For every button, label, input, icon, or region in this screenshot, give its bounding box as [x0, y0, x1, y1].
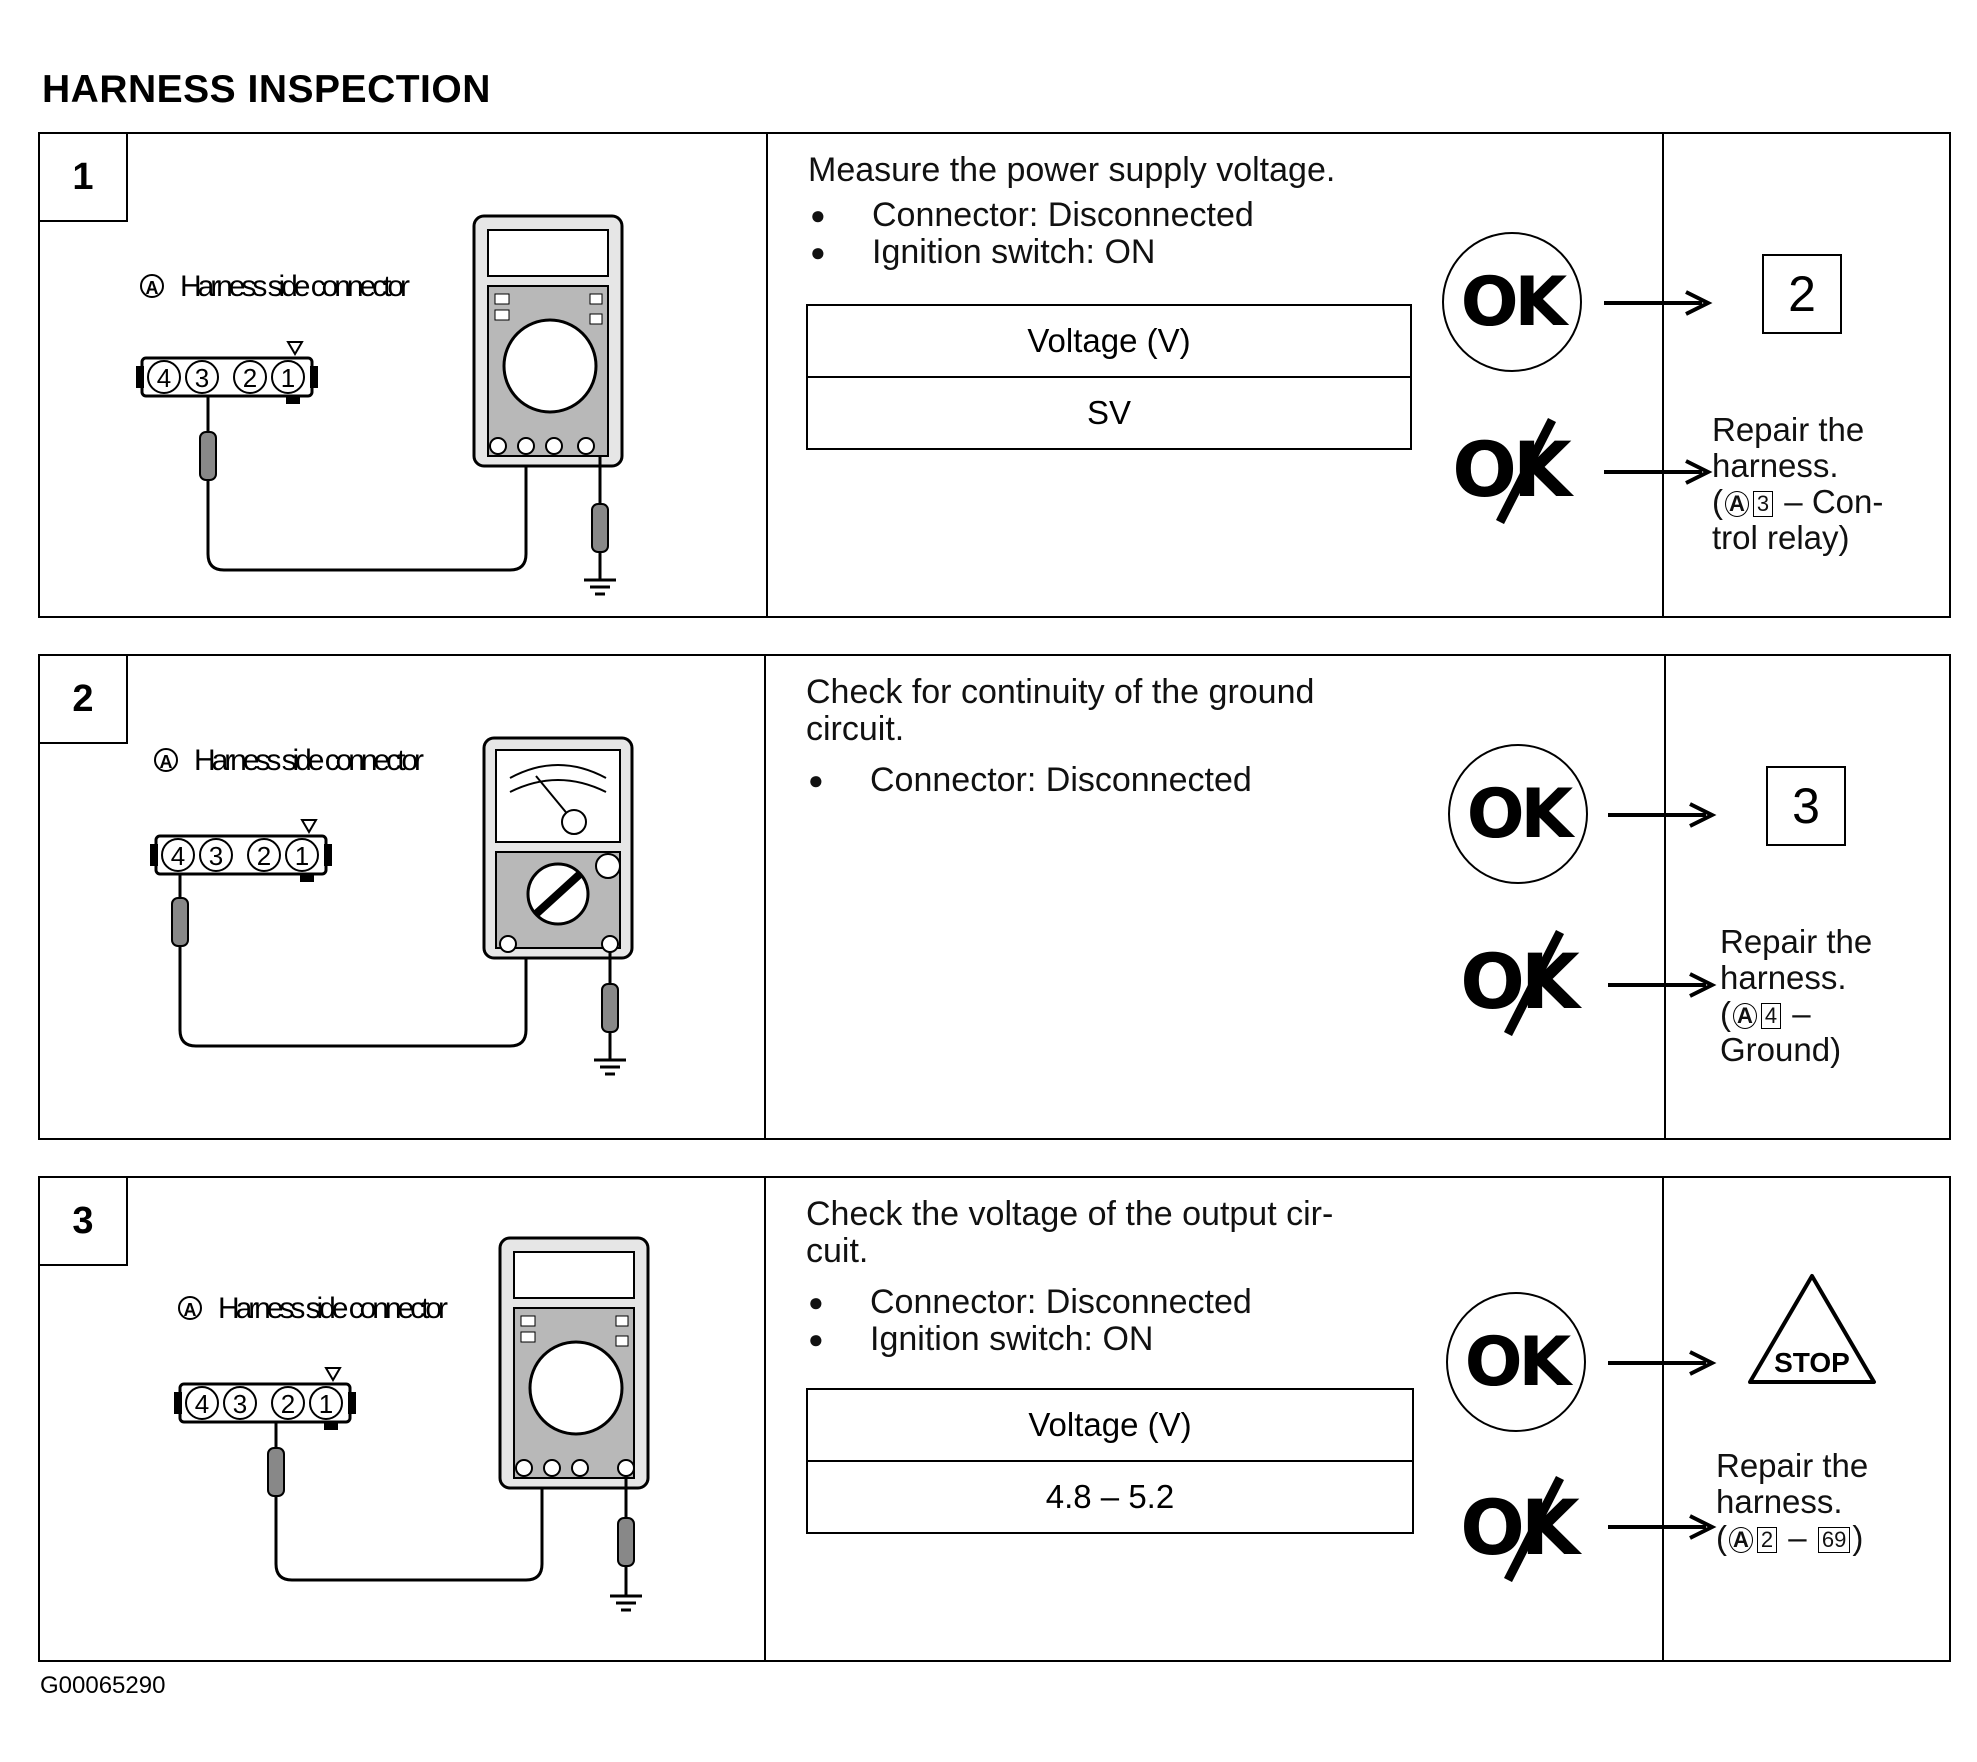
- step-number: 3: [40, 1178, 128, 1266]
- column-divider: [766, 134, 768, 616]
- harness-connector: 4 3 2 1: [136, 341, 318, 404]
- harness-connector: 4 3 2 1: [174, 1367, 356, 1430]
- terminal-number: 4: [1760, 1003, 1782, 1030]
- pin-label: 4: [157, 363, 171, 393]
- arrow-right-icon: [1604, 290, 1713, 316]
- digital-multimeter: [498, 1236, 650, 1490]
- condition-item: Connector: Disconnected: [806, 762, 1366, 800]
- test-lead: [267, 1422, 544, 1582]
- connector-label: A Harness side connector: [178, 1292, 448, 1325]
- pin-label: 4: [195, 1389, 209, 1419]
- pin-label: 3: [233, 1389, 247, 1419]
- next-step-box: 2: [1762, 254, 1842, 334]
- terminal-number: 2: [1756, 1527, 1778, 1554]
- pin-label: 1: [319, 1389, 333, 1419]
- column-divider: [764, 656, 766, 1138]
- repair-text: Repair the harness.: [1712, 411, 1865, 484]
- pin-label: 2: [281, 1389, 295, 1419]
- pin-label: 1: [295, 841, 309, 871]
- condition-item: Connector: Disconnected: [806, 1284, 1366, 1322]
- page-title: HARNESS INSPECTION: [42, 68, 491, 111]
- pin-label: 2: [243, 363, 257, 393]
- connector-mark: A: [1729, 1527, 1753, 1554]
- harness-connector: 4 3 2 1: [150, 819, 332, 882]
- instruction-text: Check for continuity of the ground circu…: [806, 673, 1315, 748]
- connector-mark: A: [1725, 491, 1749, 518]
- harness-side-label: Harness side connector: [180, 270, 410, 303]
- ok-icon: OK: [1448, 744, 1588, 884]
- condition-item: Ignition switch: ON: [808, 234, 1368, 272]
- test-lead: [171, 874, 528, 1048]
- connector-label: A Harness side connector: [154, 744, 424, 777]
- step-number: 1: [40, 134, 128, 222]
- stop-icon: STOP: [1748, 1274, 1876, 1384]
- arrow-right-icon: [1608, 1350, 1717, 1376]
- arrow-right-icon: [1608, 1514, 1717, 1540]
- connector-mark: A: [160, 752, 173, 772]
- column-divider: [1664, 656, 1666, 1138]
- repair-text: Repair the harness.: [1716, 1447, 1869, 1520]
- ok-icon: OK: [1446, 1292, 1586, 1432]
- connector-mark: A: [1733, 1003, 1757, 1030]
- analog-meter: [482, 736, 634, 960]
- table-value: SV: [808, 376, 1410, 448]
- connector-mark: A: [184, 1300, 197, 1320]
- pin-label: 3: [209, 841, 223, 871]
- repair-target: – Ground): [1720, 995, 1842, 1068]
- table-header: Voltage (V): [1028, 1406, 1192, 1443]
- condition-item: Connector: Disconnected: [808, 197, 1368, 235]
- step-3-panel: 3 A Harness side connector 4 3 2 1: [38, 1176, 1951, 1662]
- next-step-box: 3: [1766, 766, 1846, 846]
- digital-multimeter: [472, 214, 624, 468]
- step-1-panel: 1 A Harness side connector 4 3 2 1: [38, 132, 1951, 618]
- arrow-right-icon: [1608, 802, 1717, 828]
- voltage-table: Voltage (V) 4.8 – 5.2: [806, 1388, 1414, 1534]
- connector-label: A Harness side connector: [140, 270, 410, 303]
- pin-label: 1: [281, 363, 295, 393]
- table-value: 4.8 – 5.2: [808, 1460, 1412, 1532]
- step-text: Measure the power supply voltage. Connec…: [808, 151, 1368, 272]
- instruction-text: Check the voltage of the output cir-cuit…: [806, 1195, 1334, 1270]
- step-text: Check the voltage of the output cir-cuit…: [806, 1195, 1366, 1359]
- voltmeter-illustration: A Harness side connector 4 3 2 1: [136, 214, 624, 596]
- pin-label: 4: [171, 841, 185, 871]
- test-lead: [199, 396, 528, 572]
- repair-text: Repair the harness.: [1720, 923, 1873, 996]
- harness-side-label: Harness side connector: [218, 1292, 448, 1325]
- ok-icon: OK: [1442, 232, 1582, 372]
- ground-lead: [584, 456, 616, 596]
- pin-label: 2: [257, 841, 271, 871]
- arrow-right-icon: [1608, 972, 1717, 998]
- ng-icon: OK: [1460, 1475, 1587, 1582]
- column-divider: [1662, 134, 1664, 616]
- terminal-number: 69: [1817, 1527, 1851, 1554]
- condition-item: Ignition switch: ON: [806, 1321, 1366, 1359]
- connector-mark: A: [146, 278, 159, 298]
- ng-icon: OK: [1452, 417, 1579, 524]
- repair-target: – Con-trol relay): [1712, 483, 1884, 556]
- ng-icon: OK: [1460, 929, 1587, 1036]
- figure-code: G00065290: [40, 1672, 166, 1699]
- column-divider: [1662, 1178, 1664, 1660]
- voltage-table: Voltage (V) SV: [806, 304, 1412, 450]
- instruction-text: Measure the power supply voltage.: [808, 151, 1336, 189]
- voltmeter-illustration: A Harness side connector 4 3 2 1: [174, 1236, 650, 1612]
- table-header: Voltage (V): [1027, 322, 1191, 359]
- ohmmeter-illustration: A Harness side connector 4 3 2 1: [150, 736, 634, 1076]
- stop-text: STOP: [1774, 1347, 1850, 1378]
- pin-label: 3: [195, 363, 209, 393]
- arrow-right-icon: [1604, 459, 1713, 485]
- step-number: 2: [40, 656, 128, 744]
- ground-lead: [610, 1476, 642, 1612]
- terminal-number: 3: [1752, 491, 1774, 518]
- harness-side-label: Harness side connector: [194, 744, 424, 777]
- step-2-panel: 2 A Harness side connector 4 3 2 1: [38, 654, 1951, 1140]
- ground-lead: [594, 952, 626, 1076]
- column-divider: [764, 1178, 766, 1660]
- step-text: Check for continuity of the ground circu…: [806, 673, 1366, 800]
